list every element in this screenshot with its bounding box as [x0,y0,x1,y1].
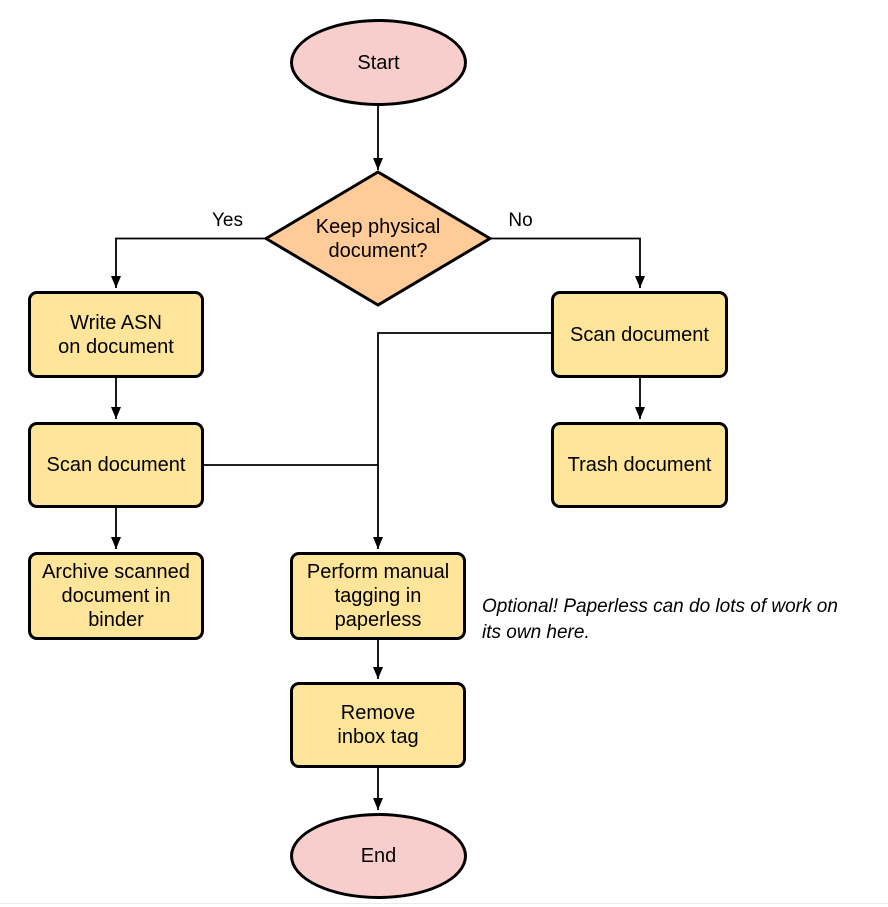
edge-label-yes: Yes [212,210,243,231]
node-manual-tagging: Perform manual tagging in paperless [290,552,466,640]
edge-label-no: No [508,210,533,231]
node-write-asn-label: Write ASN on document [58,311,174,358]
node-scan-document-right-label: Scan document [570,323,709,346]
node-remove-inbox-tag-label: Remove inbox tag [337,702,419,748]
decision-diamond-shape [263,170,493,307]
node-end: End [290,813,467,899]
node-scan-document-left-label: Scan document [46,454,186,476]
node-scan-document-left: Scan document [28,422,204,508]
node-start: Start [290,19,467,106]
node-archive-binder-label: Archive scanned document in binder [42,561,190,631]
page-bottom-divider [0,903,888,904]
node-archive-binder: Archive scanned document in binder [28,552,204,640]
node-scan-document-right: Scan document [551,291,728,378]
node-remove-inbox-tag: Remove inbox tag [290,682,466,768]
edge-decision-yes [111,237,265,288]
annotation-optional-note: Optional! Paperless can do lots of work … [482,596,838,643]
edge-scanright-to-tagging [373,332,551,549]
node-start-label: Start [357,51,400,74]
node-decision-label: Keep physical document? [315,215,441,262]
node-trash-document-label: Trash document [567,454,712,476]
edge-decision-no [490,237,645,288]
node-write-asn: Write ASN on document [28,291,204,378]
node-manual-tagging-label: Perform manual tagging in paperless [306,561,450,631]
node-end-label: End [360,845,397,867]
node-decision: Keep physical document? [263,170,493,307]
node-trash-document: Trash document [551,422,728,508]
